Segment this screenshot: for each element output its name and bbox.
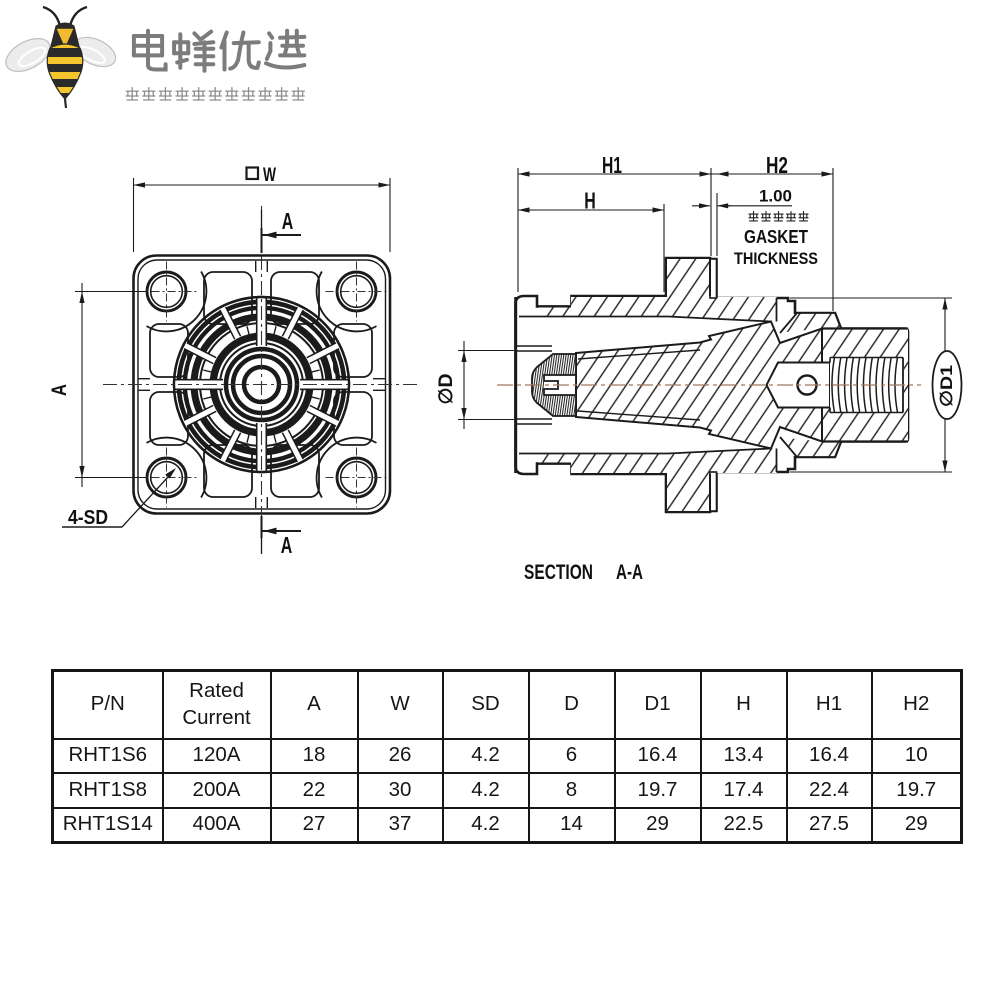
svg-text:W: W xyxy=(263,165,276,186)
svg-text:THICKNESS: THICKNESS xyxy=(734,250,818,268)
svg-text:∅D: ∅D xyxy=(436,374,457,405)
svg-text:GASKET: GASKET xyxy=(744,226,809,247)
svg-text:H2: H2 xyxy=(766,152,788,178)
svg-text:A: A xyxy=(281,532,293,558)
svg-text:A-A: A-A xyxy=(616,560,643,584)
svg-text:∅D1: ∅D1 xyxy=(937,365,956,407)
svg-text:SECTION: SECTION xyxy=(524,560,593,584)
svg-text:4-SD: 4-SD xyxy=(68,506,108,529)
svg-text:A: A xyxy=(282,208,294,234)
svg-text:A: A xyxy=(48,384,71,396)
svg-text:1.00: 1.00 xyxy=(759,188,792,206)
svg-text:H: H xyxy=(584,188,596,214)
svg-text:H1: H1 xyxy=(602,152,622,178)
